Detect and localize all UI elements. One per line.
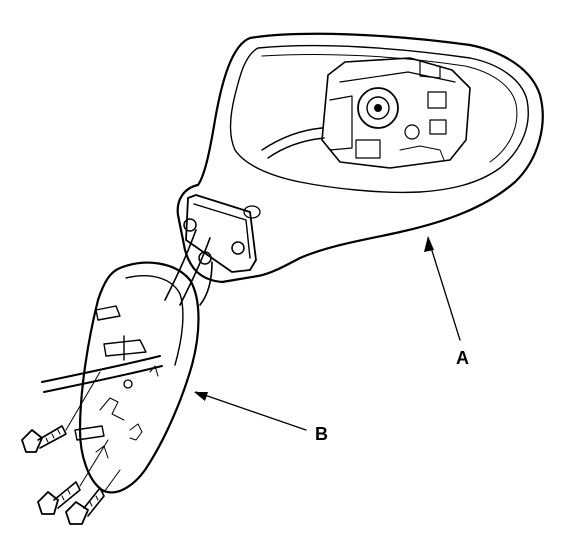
callout-a: A: [424, 236, 469, 368]
arrowhead-a: [424, 236, 434, 252]
screw-lower-right: [65, 487, 105, 525]
callout-label-a: A: [456, 348, 469, 368]
arrowhead-b: [194, 392, 208, 401]
screw-lower-left: [37, 481, 81, 515]
mirror-actuator: [321, 57, 471, 169]
callout-b: B: [194, 391, 328, 444]
callout-label-b: B: [315, 424, 328, 444]
screw-upper: [21, 425, 67, 453]
mirror-housing: [176, 32, 544, 284]
mirror-base-cover: [74, 261, 200, 494]
